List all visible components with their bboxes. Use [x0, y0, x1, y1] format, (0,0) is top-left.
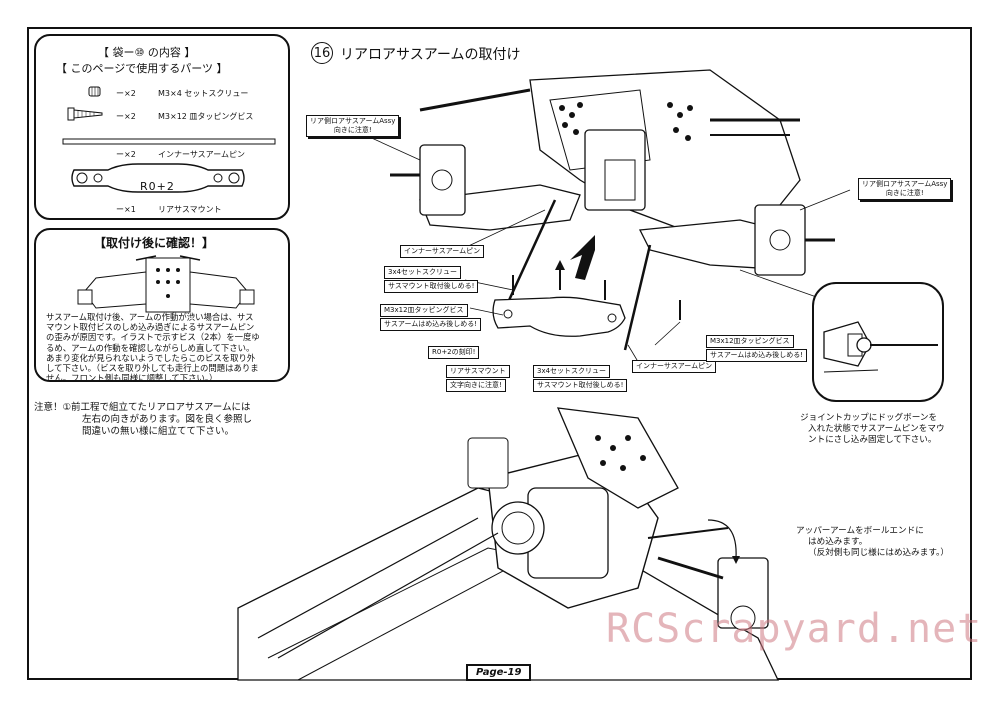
check-line: せん。フロント側も同様に調整して下さい。）: [46, 373, 218, 384]
callout-inner-pin-2: インナーサスアームピン: [632, 360, 717, 373]
note-line-3: 間違いの無い様に組立てて下さい。: [82, 426, 235, 437]
callout-text: 向きに注意!: [885, 189, 924, 197]
watermark: RCScrapyard.net: [606, 606, 983, 652]
check-box: 【取付け後に確認！】 サスアーム取付け後、アームの作動が渋い場合は、サス マウン…: [34, 228, 290, 383]
upper-arm-note-line-3: （反対側も同じ様にはめ込みます。）: [808, 548, 949, 558]
parts-name-4: リアサスマウント: [158, 205, 222, 214]
callout-arm-tighten-right: サスアームはめ込み後しめる!: [706, 349, 808, 362]
joint-detail-box: [812, 282, 944, 402]
joint-cup-illustration: [823, 321, 938, 373]
check-box-title: 【取付け後に確認！】: [94, 236, 215, 250]
chassis-assembly-illustration: [237, 407, 780, 681]
callout-text: 向きに注意!: [333, 126, 372, 134]
parts-qty-2: ー×2: [116, 112, 136, 121]
upper-arm-note-line-1: アッパーアームをボールエンドに: [796, 526, 924, 536]
step-number: 16: [311, 42, 333, 64]
callout-inner-pin-1: インナーサスアームピン: [400, 245, 485, 258]
rear-arm-assembly-illustration: [364, 69, 851, 366]
callout-rear-mount: リアサスマウント: [446, 365, 510, 378]
callout-right-assy: リア側ロアサスアームAssy 向きに注意!: [858, 178, 952, 200]
mount-stamp: R0+2: [140, 180, 175, 193]
parts-name-3: インナーサスアームピン: [158, 150, 245, 159]
note-line-1: 注意！①前工程で組立てたリアロアサスアームには: [34, 402, 251, 413]
parts-name-2: M3×12 皿タッピングビス: [158, 112, 254, 121]
callout-arm-tighten-left: サスアームはめ込み後しめる!: [380, 318, 482, 331]
suspension-mount-icon: [71, 163, 245, 193]
callout-text-direction: 文字向きに注意!: [446, 379, 506, 392]
check-line: して下さい。（ビスを取り外しても走行上の問題はありま: [46, 363, 259, 374]
joint-note-line-2: 入れた状態でサスアームピンをマウ: [808, 424, 945, 434]
check-line: マウント取付ビスのしめ込み過ぎによるサスアームピン: [46, 322, 255, 333]
callout-set-screw: 3x4セットスクリュー: [384, 266, 462, 279]
callout-m3x12-right: M3x12皿タッピングビス: [706, 335, 794, 348]
step-title: リアロアサスアームの取付け: [340, 47, 521, 63]
callout-m3x12-left: M3x12皿タッピングビス: [380, 304, 468, 317]
parts-qty-3: ー×2: [116, 150, 136, 159]
callout-text: リア側ロアサスアームAssy: [862, 180, 948, 188]
joint-note-line-3: ントにさし込み固定して下さい。: [808, 435, 937, 445]
callout-mount-tighten: サスマウント取付後しめる!: [384, 280, 479, 293]
callout-r02-stamp: R0+2の刻印!: [428, 346, 480, 359]
parts-box-title: 【 袋ー⑩ の内容 】: [98, 46, 196, 59]
callout-mount-tighten-2: サスマウント取付後しめる!: [533, 379, 628, 392]
check-box-body: サスアーム取付け後、アームの作動が渋い場合は、サス マウント取付ビスのしめ込み過…: [46, 312, 260, 383]
page-number: Page-19: [466, 664, 532, 681]
parts-box: 【 袋ー⑩ の内容 】 【 このページで使用するパーツ 】 ー×2 M3×4 セ…: [34, 34, 290, 220]
set-screw-icon: [88, 86, 101, 97]
parts-box-subtitle: 【 このページで使用するパーツ 】: [56, 62, 228, 75]
note-line-2: 左右の向きがあります。図を良く参照し: [82, 414, 253, 425]
upper-arm-note-line-2: はめ込みます。: [808, 537, 868, 547]
callout-set-screw-2: 3x4セットスクリュー: [533, 365, 611, 378]
parts-qty-1: ー×2: [116, 89, 136, 98]
check-line: の歪みが原因です。イラストで示すビス（2本）を一度ゆ: [46, 332, 260, 343]
check-line: あまり変化が見られないようでしたらこのビスを取り外: [46, 352, 256, 363]
mount-check-illustration: [77, 255, 255, 313]
callout-text: リア側ロアサスアームAssy: [310, 117, 396, 125]
callout-left-assy: リア側ロアサスアームAssy 向きに注意!: [306, 115, 400, 137]
joint-note-line-1: ジョイントカップにドッグボーンを: [800, 413, 938, 423]
countersunk-screw-icon: [67, 107, 103, 121]
parts-qty-4: ー×1: [116, 205, 136, 214]
check-line: るめ、アームの作動を確認しながらしめ直して下さい。: [46, 342, 255, 353]
check-line: サスアーム取付け後、アームの作動が渋い場合は、サス: [46, 312, 254, 322]
parts-name-1: M3×4 セットスクリュー: [158, 89, 249, 98]
pin-icon: [62, 138, 276, 145]
